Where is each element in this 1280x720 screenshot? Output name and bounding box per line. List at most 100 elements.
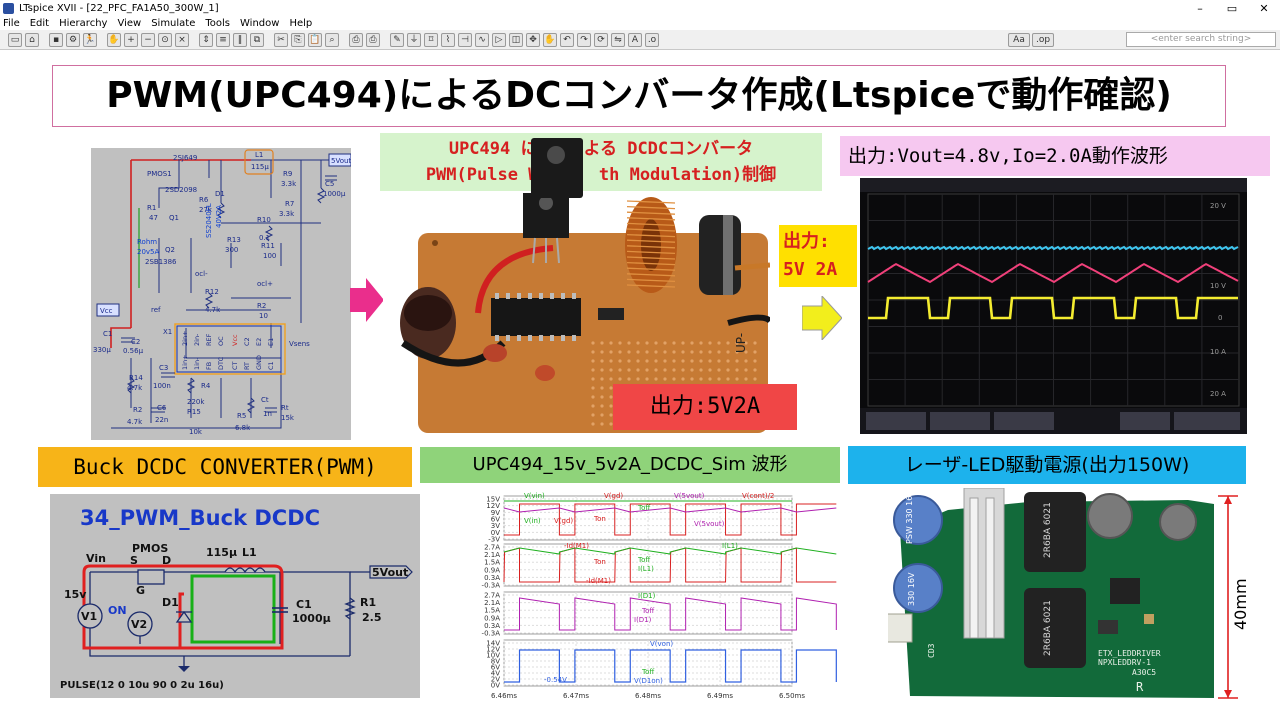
cascade-icon[interactable]: ⧉ <box>250 33 264 47</box>
arrow-right-icon <box>350 278 384 322</box>
folder-icon[interactable]: ▭ <box>8 33 22 47</box>
move-icon[interactable]: ✥ <box>526 33 540 47</box>
wf-pane-4 <box>503 639 793 687</box>
wf-pane-2-tick: 1.5A <box>484 559 500 567</box>
wf-label-054: -0.54V <box>544 676 567 684</box>
search-input[interactable]: <enter search string> <box>1126 32 1276 47</box>
board-caption-line2b: th Modulation)制御 <box>598 165 777 185</box>
r2b-value: 4.7k <box>127 418 143 426</box>
r12-value: 4.7k <box>205 306 221 314</box>
buck-l1-label: L1 <box>242 546 257 559</box>
rotate-icon[interactable]: ⟳ <box>594 33 608 47</box>
ground-icon[interactable]: ⏚ <box>407 33 421 47</box>
inductor-text-b: 2R6BA 6021 <box>1043 600 1053 656</box>
component-icon[interactable]: ◫ <box>509 33 523 47</box>
menu-help[interactable]: Help <box>289 18 313 29</box>
wf-pane-1-tick: 0V <box>491 529 500 537</box>
undo-icon[interactable]: ↶ <box>560 33 574 47</box>
menu-window[interactable]: Window <box>240 18 280 29</box>
mirror-icon[interactable]: ⇋ <box>611 33 625 47</box>
capacitor-icon[interactable]: ⊣ <box>458 33 472 47</box>
buck-r1-label: R1 <box>360 596 376 609</box>
output-side-line2: 5V 2A <box>783 259 838 280</box>
buck-pmos-label: PMOS <box>132 542 168 555</box>
drag-icon[interactable]: ✋ <box>543 33 557 47</box>
wf-label-vcont: V(cont)/2 <box>742 492 774 500</box>
scope-trace-current <box>867 262 1239 284</box>
halt-icon[interactable]: ✋ <box>107 33 121 47</box>
minimize-button[interactable]: – <box>1197 2 1203 15</box>
buck-15v-label: 15v <box>64 588 87 601</box>
q-top-label: 2SJ649 <box>173 154 197 162</box>
r11-value: 100 <box>263 252 276 260</box>
c5-value: 1000μ <box>323 190 346 198</box>
redo-icon[interactable]: ↷ <box>577 33 591 47</box>
wf-label-idm1b: -Id(M1) <box>586 577 611 585</box>
menu-file[interactable]: File <box>3 18 20 29</box>
spice-directive-icon[interactable]: .o <box>645 33 659 47</box>
cap-text-a: PSW 330 16V <box>905 490 914 544</box>
buck-d1-label: D1 <box>162 596 179 609</box>
r9-label: R9 <box>283 170 292 178</box>
cut-icon[interactable]: ✂ <box>274 33 288 47</box>
tile-v-icon[interactable]: ‖ <box>233 33 247 47</box>
page-title: PWM(UPC494)によるDCコンバータ作成(Ltspiceで動作確認) <box>52 65 1226 127</box>
wf-x-tick: 6.46ms <box>491 692 517 700</box>
ic-pin-16: C1 <box>267 361 275 370</box>
r4-value: 220k <box>187 398 205 406</box>
save-icon[interactable]: ▪ <box>49 33 63 47</box>
menu-hierarchy[interactable]: Hierarchy <box>59 18 108 29</box>
find-icon[interactable]: ⌕ <box>325 33 339 47</box>
pmos-label: PMOS1 <box>147 170 172 178</box>
resistor-icon[interactable]: ⌇ <box>441 33 455 47</box>
control-panel-icon[interactable]: ⚙ <box>66 33 80 47</box>
print-setup-icon[interactable]: ⎙ <box>366 33 380 47</box>
wf-trace-vgd <box>504 503 837 536</box>
silk-r: R <box>1136 680 1144 694</box>
copy-icon[interactable]: ⎘ <box>291 33 305 47</box>
ct-value: 1n <box>263 410 272 418</box>
run-icon[interactable]: 🏃 <box>83 33 97 47</box>
autorange-icon[interactable]: ⇕ <box>199 33 213 47</box>
text-tool-button[interactable]: Aa <box>1008 33 1030 47</box>
label-icon[interactable]: ⌑ <box>424 33 438 47</box>
inductor-icon[interactable]: ∿ <box>475 33 489 47</box>
wf-trace-v5vout <box>503 507 837 513</box>
silk-cd3: CD3 <box>927 643 936 658</box>
menu-tools[interactable]: Tools <box>205 18 231 29</box>
zoom-out-icon[interactable]: − <box>141 33 155 47</box>
print-icon[interactable]: ⎙ <box>349 33 363 47</box>
diode-icon[interactable]: ▷ <box>492 33 506 47</box>
menu-edit[interactable]: Edit <box>29 18 50 29</box>
wf-pane-2-tick: 2.7A <box>484 544 500 552</box>
menu-view[interactable]: View <box>117 18 142 29</box>
buck-on-label: ON <box>108 604 127 617</box>
wf-pane-4-tick: 12V <box>486 646 500 654</box>
toolbar: ▭⌂▪⚙🏃✋+−⊙×⇕≡‖⧉✂⎘📋⌕⎙⎙✎⏚⌑⌇⊣∿▷◫✥✋↶↷⟳⇋A.o Aa… <box>0 30 1280 50</box>
menu-simulate[interactable]: Simulate <box>151 18 196 29</box>
open-icon[interactable]: ⌂ <box>25 33 39 47</box>
c6-label: C6 <box>157 404 167 412</box>
zoom-fit-icon[interactable]: ⊙ <box>158 33 172 47</box>
c5-label: C5 <box>325 180 334 188</box>
op-tool-button[interactable]: .op <box>1032 33 1054 47</box>
zoom-cancel-icon[interactable]: × <box>175 33 189 47</box>
silk-a30: A30C5 <box>1132 668 1156 677</box>
paste-icon[interactable]: 📋 <box>308 33 322 47</box>
buck-c1-value: 1000μ <box>292 612 331 625</box>
zoom-in-icon[interactable]: + <box>124 33 138 47</box>
text-icon[interactable]: A <box>628 33 642 47</box>
c3-label: C3 <box>159 364 168 372</box>
buck-g-label: G <box>136 584 145 597</box>
cap-text-b: 330 16V <box>907 572 916 606</box>
close-button[interactable]: ✕ <box>1259 2 1269 15</box>
maximize-button[interactable]: ▭ <box>1226 2 1238 15</box>
ic-pin-2: 2in- <box>193 333 201 346</box>
c3-value: 100n <box>153 382 171 390</box>
output-side-line1: 出力: <box>783 231 830 252</box>
tile-h-icon[interactable]: ≡ <box>216 33 230 47</box>
wire-icon[interactable]: ✎ <box>390 33 404 47</box>
wf-pane-1-tick: 9V <box>491 509 500 517</box>
wf-label-vin: V(in) <box>524 517 541 525</box>
